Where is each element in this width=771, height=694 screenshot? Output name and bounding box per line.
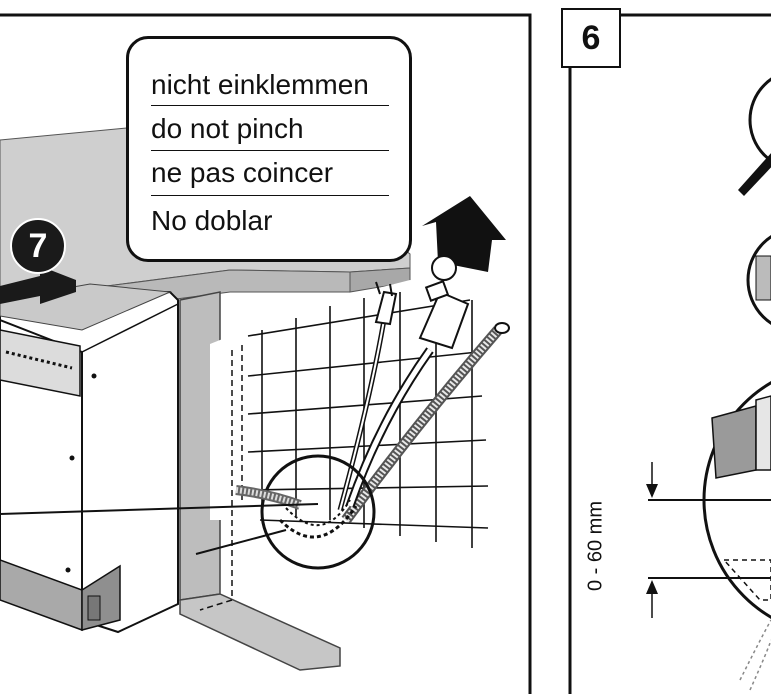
callout-text-spanish: No doblar — [151, 205, 273, 236]
right-panel — [568, 13, 771, 694]
callout-divider — [151, 150, 389, 151]
callout-divider — [151, 195, 389, 196]
up-arrow — [422, 196, 506, 272]
callout-divider — [151, 105, 389, 106]
callout-text-german: nicht einklemmen — [151, 69, 369, 100]
push-arrow — [0, 266, 76, 304]
callout-text-french: ne pas coincer — [151, 157, 334, 188]
dimension-label: 0 - 60 mm — [584, 500, 607, 592]
panel-number-box: 6 — [561, 8, 621, 68]
pinch-warning-callout: nicht einklemmen do not pinch ne pas coi… — [126, 36, 412, 262]
step-number-badge: 7 — [10, 218, 66, 274]
hoses — [337, 255, 510, 524]
tiled-wall — [210, 280, 510, 560]
wall-opening-detail — [235, 454, 376, 570]
callout-text-english: do not pinch — [151, 113, 304, 144]
dishwasher — [0, 283, 179, 634]
detail-circle-1 — [748, 77, 771, 163]
